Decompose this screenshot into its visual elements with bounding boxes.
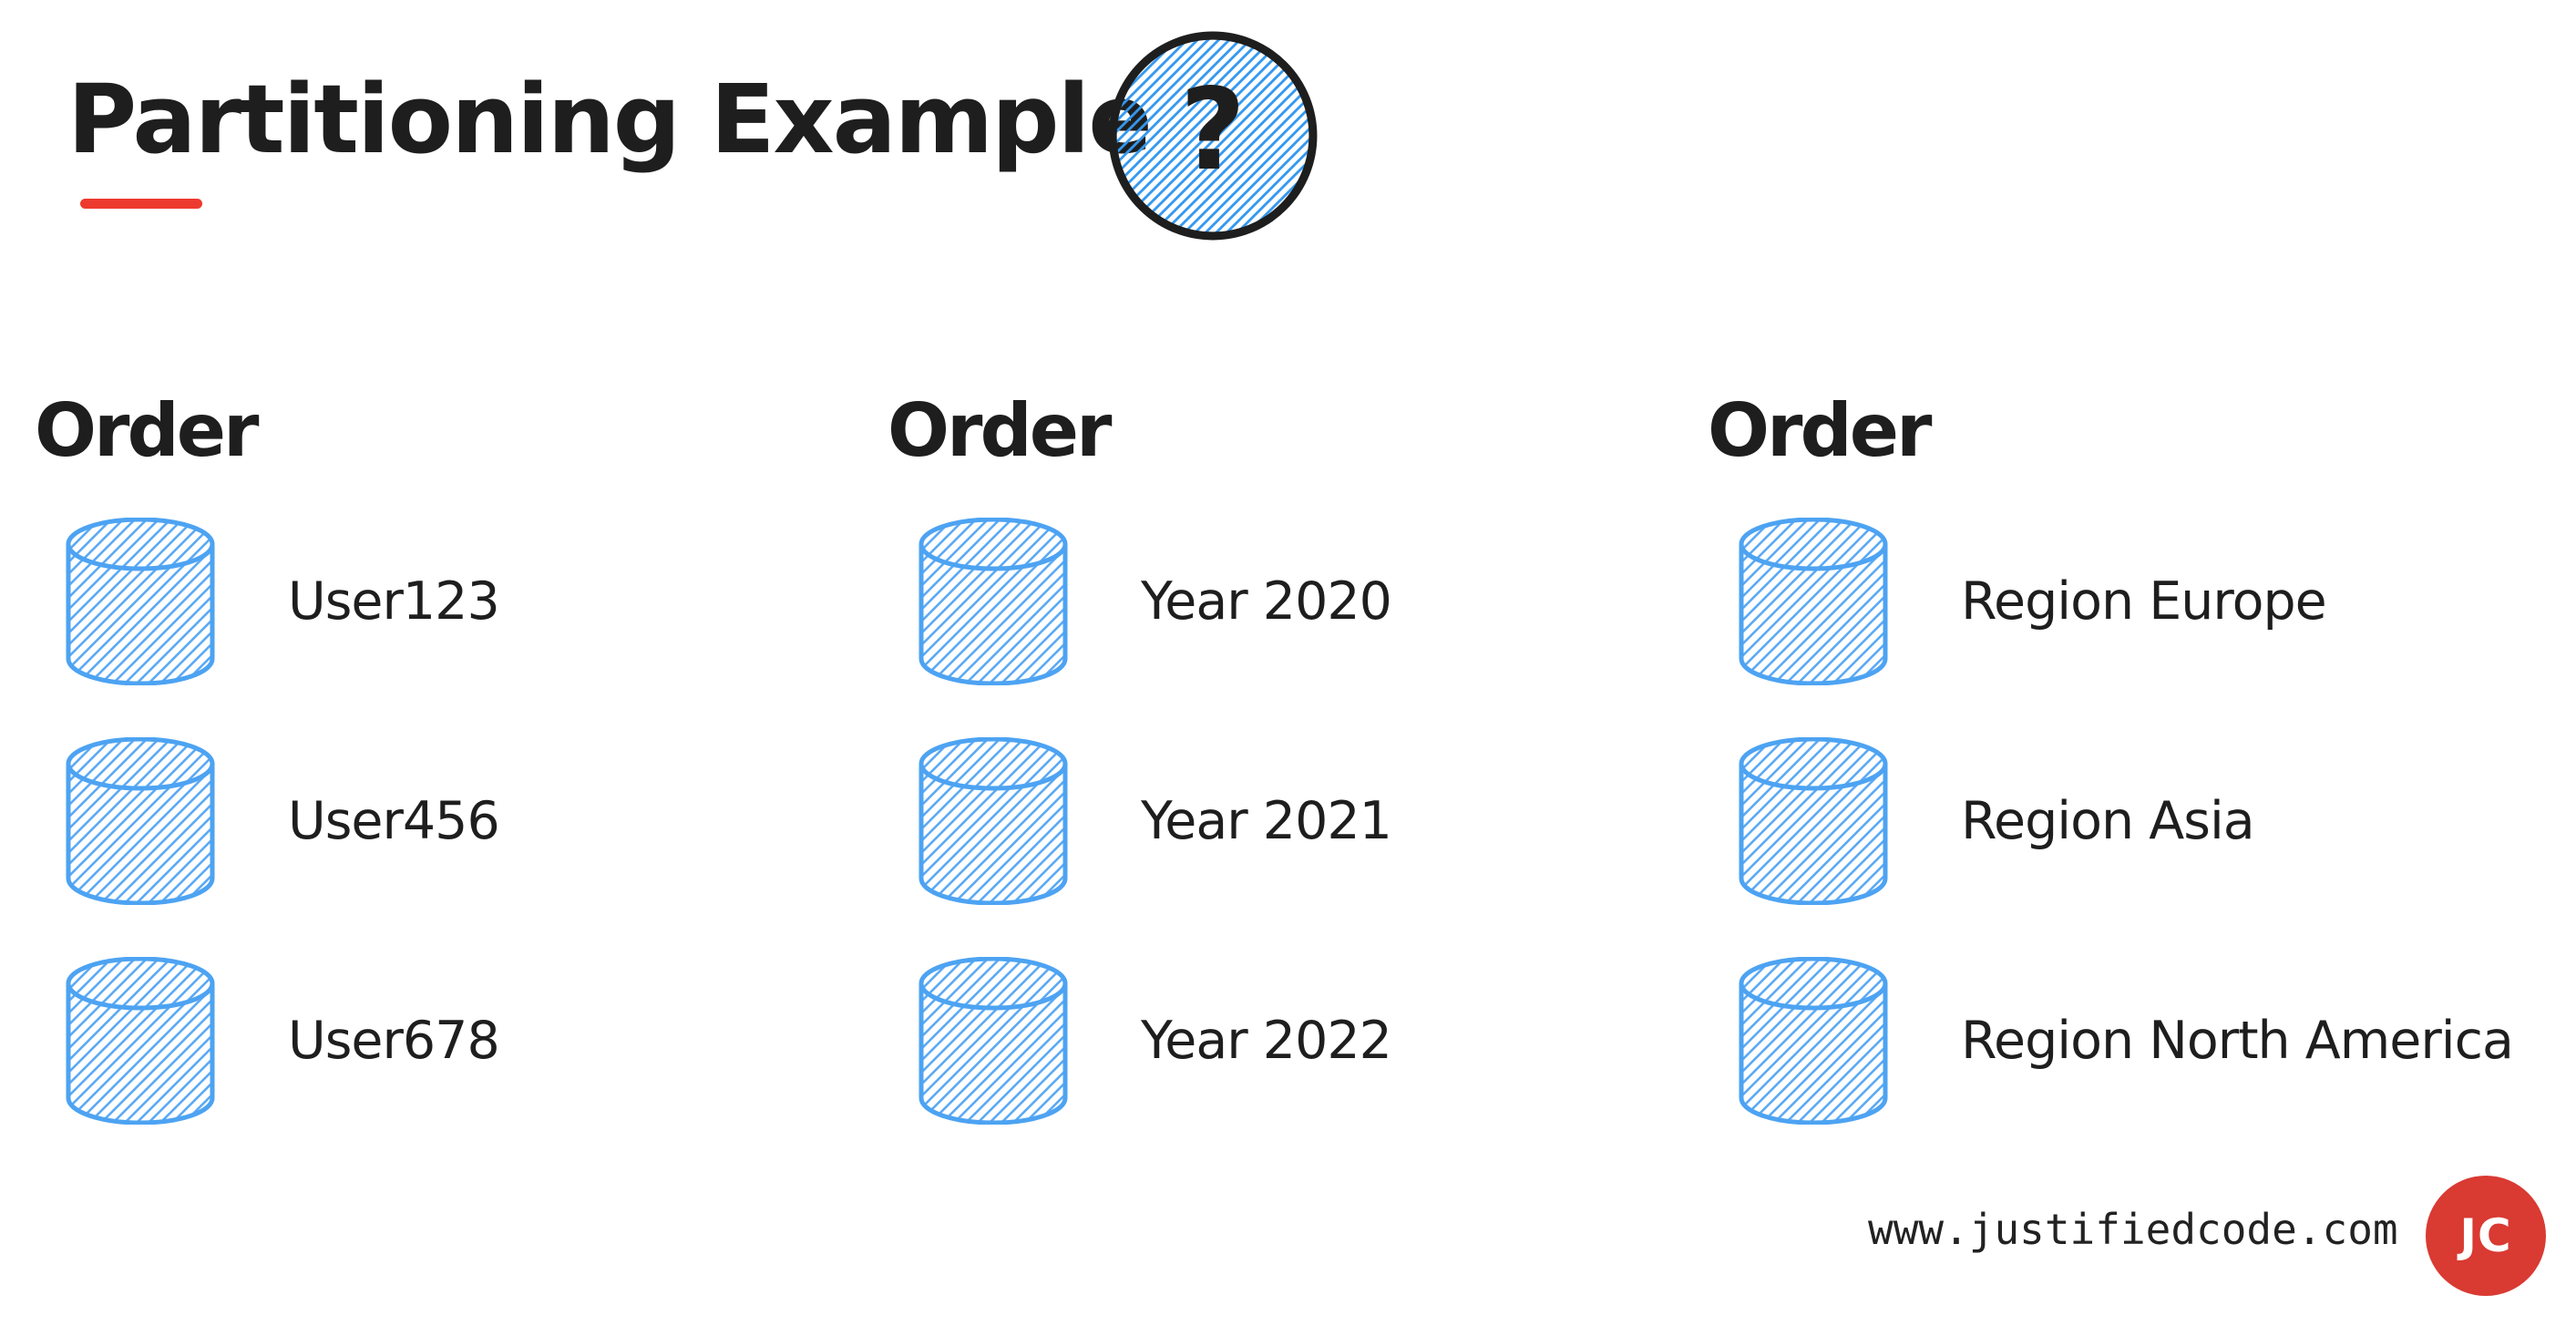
table-name: Order [35, 388, 259, 473]
partition-list: Region Europe Region Asia Region North A… [1739, 517, 2514, 1125]
partition-row: User123 [66, 517, 500, 685]
partition-row: Region Europe [1739, 517, 2513, 685]
partition-label: Year 2021 [1141, 790, 1392, 851]
partition-label: Year 2020 [1141, 570, 1392, 632]
partition-row: Region North America [1739, 956, 2514, 1125]
partition-column-range: Order Year 2020 Year 2021 Year 2022 [888, 388, 1392, 1177]
partition-label: User678 [288, 1010, 500, 1071]
partition-list: User123 User456 User678 [66, 517, 500, 1125]
website-url: www.justifiedcode.com [1868, 1205, 2398, 1254]
database-cylinder-icon [1739, 736, 1888, 905]
database-cylinder-icon [1739, 956, 1888, 1125]
page-title: Partitioning Example [67, 64, 1153, 175]
table-name: Order [1708, 388, 1932, 473]
partition-label: User123 [288, 570, 500, 632]
partition-row: Year 2020 [919, 517, 1392, 685]
partition-column-hash: Order User123 User456 User678 [35, 388, 500, 1177]
database-cylinder-icon [66, 736, 215, 905]
partition-label: Year 2022 [1141, 1010, 1392, 1071]
partition-row: Year 2021 [919, 736, 1392, 905]
partition-list: Year 2020 Year 2021 Year 2022 [919, 517, 1392, 1125]
partition-label: Region Europe [1961, 570, 2327, 632]
database-cylinder-icon [919, 736, 1068, 905]
database-cylinder-icon [66, 517, 215, 685]
jc-logo-badge: JC [2426, 1176, 2546, 1296]
partition-row: Region Asia [1739, 736, 2513, 905]
hatched-circle-icon [1108, 31, 1318, 241]
title-underline-accent [80, 199, 202, 209]
partition-label: Region Asia [1961, 790, 2255, 851]
question-mark-badge: ? [1104, 27, 1321, 244]
database-cylinder-icon [66, 956, 215, 1125]
partition-column-list: Order Region Europe Region Asia Region N… [1708, 388, 2514, 1177]
partition-label: User456 [288, 790, 500, 851]
database-cylinder-icon [919, 956, 1068, 1125]
partition-row: User678 [66, 956, 500, 1125]
partition-row: Year 2022 [919, 956, 1392, 1125]
table-name: Order [888, 388, 1112, 473]
question-mark-icon: ? [1180, 65, 1246, 196]
partition-row: User456 [66, 736, 500, 905]
database-cylinder-icon [919, 517, 1068, 685]
database-cylinder-icon [1739, 517, 1888, 685]
partition-label: Region North America [1961, 1010, 2514, 1071]
